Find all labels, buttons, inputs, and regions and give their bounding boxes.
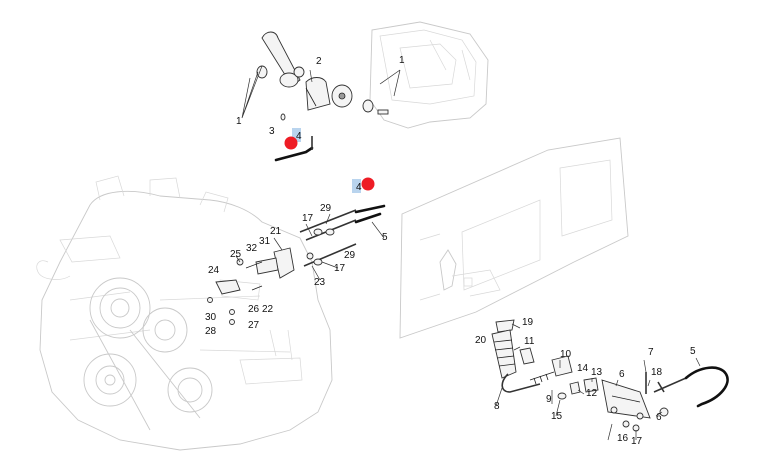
callout-25[interactable]: 25 (230, 249, 242, 260)
hotspot-markers (284, 136, 375, 191)
callout-7[interactable]: 7 (648, 347, 654, 358)
throttle-lever-assembly (241, 31, 401, 162)
callout-17[interactable]: 17 (302, 213, 314, 224)
callout-3[interactable]: 3 (269, 126, 275, 137)
marker-2[interactable] (361, 177, 375, 191)
callout-11[interactable]: 11 (524, 336, 535, 347)
callout-2[interactable]: 2 (316, 56, 322, 67)
callout-26[interactable]: 26 (248, 304, 260, 315)
callout-17[interactable]: 17 (631, 436, 643, 447)
callout-28[interactable]: 28 (205, 326, 217, 337)
marker-1[interactable] (284, 136, 298, 150)
engine-ghost (36, 175, 333, 451)
callout-20[interactable]: 20 (475, 335, 487, 346)
pedal-assembly (491, 319, 729, 441)
callout-18[interactable]: 18 (651, 367, 663, 378)
callout-1[interactable]: 1 (236, 116, 242, 127)
callout-29[interactable]: 29 (320, 203, 332, 214)
callout-23[interactable]: 23 (314, 277, 326, 288)
callout-21[interactable]: 21 (270, 226, 282, 237)
callout-32[interactable]: 32 (246, 243, 258, 254)
callout-22[interactable]: 22 (262, 304, 274, 315)
callout-10[interactable]: 10 (560, 349, 572, 360)
callout-30[interactable]: 30 (205, 312, 217, 323)
callout-4[interactable]: 4 (356, 182, 362, 193)
panel-ghost (399, 137, 629, 339)
callout-9[interactable]: 9 (546, 394, 552, 405)
callout-13[interactable]: 13 (591, 367, 603, 378)
callout-29[interactable]: 29 (344, 250, 356, 261)
callout-6[interactable]: 6 (619, 369, 625, 380)
callout-15[interactable]: 15 (551, 411, 563, 422)
callout-31[interactable]: 31 (259, 236, 271, 247)
callout-16[interactable]: 16 (617, 433, 629, 444)
callout-8[interactable]: 8 (494, 401, 500, 412)
governor-linkage (207, 204, 386, 325)
callout-17[interactable]: 17 (334, 263, 346, 274)
callout-6[interactable]: 6 (656, 412, 662, 423)
callout-24[interactable]: 24 (208, 265, 220, 276)
callout-27[interactable]: 27 (248, 320, 260, 331)
callout-19[interactable]: 19 (522, 317, 534, 328)
callout-14[interactable]: 14 (577, 363, 589, 374)
callout-highlight (292, 128, 301, 142)
callout-highlight (352, 179, 361, 193)
callout-12[interactable]: 12 (586, 388, 598, 399)
callout-4[interactable]: 4 (296, 131, 302, 142)
callout-1[interactable]: 1 (399, 55, 405, 66)
callout-5[interactable]: 5 (382, 232, 388, 243)
callout-5[interactable]: 5 (690, 346, 696, 357)
